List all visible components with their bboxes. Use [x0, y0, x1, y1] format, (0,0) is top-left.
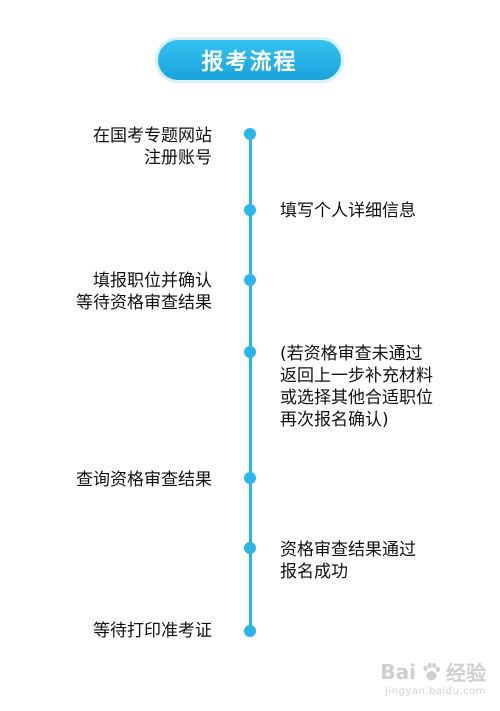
baidu-jingyan-watermark: Bai 经验 jingyan.baidu.com: [380, 657, 486, 698]
page-title: 报考流程: [201, 50, 298, 75]
step-line: 填报职位并确认: [93, 271, 212, 291]
step-line: 等待资格审查结果: [76, 293, 212, 313]
step-review-passed: 资格审查结果通过 报名成功: [280, 539, 416, 583]
step-review-failed-note: (若资格审查未通过 返回上一步补充材料 或选择其他合适职位 再次报名确认): [280, 343, 433, 431]
step-line: 等待打印准考证: [93, 621, 212, 641]
step-line: 再次报名确认): [280, 410, 389, 430]
step-apply-position: 填报职位并确认 等待资格审查结果: [76, 270, 212, 314]
step-line: 注册账号: [144, 148, 212, 168]
timeline-dot-7: [244, 625, 256, 637]
timeline-dot-6: [244, 542, 256, 554]
step-check-review: 查询资格审查结果: [76, 469, 212, 491]
step-line: 报名成功: [280, 562, 348, 582]
step-line: 在国考专题网站: [93, 126, 212, 146]
watermark-brand-right: 经验: [446, 661, 486, 685]
step-fill-info: 填写个人详细信息: [280, 200, 416, 222]
timeline-dot-2: [244, 204, 256, 216]
step-line: 查询资格审查结果: [76, 470, 212, 490]
step-line: 返回上一步补充材料: [280, 366, 433, 386]
step-register: 在国考专题网站 注册账号: [93, 125, 212, 169]
paw-icon: [423, 662, 440, 680]
step-line: 资格审查结果通过: [280, 540, 416, 560]
watermark-url: jingyan.baidu.com: [385, 686, 486, 697]
timeline-line: [249, 133, 252, 633]
timeline-dot-5: [244, 472, 256, 484]
step-print-admission: 等待打印准考证: [93, 620, 212, 642]
title-banner: 报考流程: [158, 40, 341, 80]
step-line: (若资格审查未通过: [280, 344, 423, 364]
timeline-dot-1: [244, 128, 256, 140]
timeline-dot-4: [244, 346, 256, 358]
timeline-dot-3: [244, 274, 256, 286]
step-line: 填写个人详细信息: [280, 201, 416, 221]
watermark-brand-left: Bai: [380, 659, 416, 684]
step-line: 或选择其他合适职位: [280, 388, 433, 408]
